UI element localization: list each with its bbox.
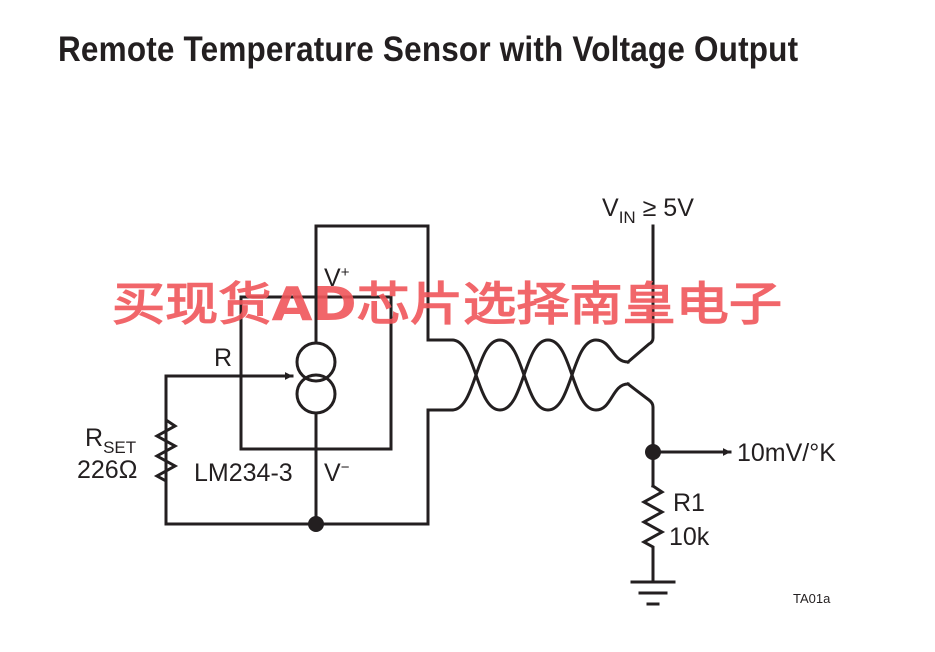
ic-name-label: LM234-3 (194, 459, 293, 487)
vin-label: VIN ≥ 5V (602, 194, 694, 227)
page-title: Remote Temperature Sensor with Voltage O… (58, 30, 799, 69)
junction-ground-node (308, 516, 324, 532)
current-source-upper (295, 341, 337, 383)
output-wire (625, 381, 655, 488)
watermark-text: 买现货AD芯片选择南皇电子 (112, 277, 782, 331)
twisted-pair-cable (450, 338, 630, 412)
vplus-wire (314, 224, 454, 345)
junction-output-node (645, 444, 661, 460)
vplus-label: V+ (324, 264, 350, 292)
vminus-label: V− (324, 459, 350, 487)
r1-resistor (640, 483, 666, 582)
rset-resistor (153, 403, 179, 497)
return-wire (164, 374, 454, 526)
rset-value: 226Ω (77, 456, 137, 484)
current-source-lower (295, 373, 337, 415)
vin-supply-wire (625, 224, 655, 365)
r1-value-label: 10k (669, 523, 710, 551)
r1-name-label: R1 (673, 489, 705, 517)
r-pin-label: R (214, 344, 232, 372)
figure-tag: TA01a (793, 591, 831, 606)
ground-icon (630, 580, 676, 606)
rset-label: RSET (85, 424, 136, 457)
output-label: 10mV/°K (737, 439, 836, 467)
